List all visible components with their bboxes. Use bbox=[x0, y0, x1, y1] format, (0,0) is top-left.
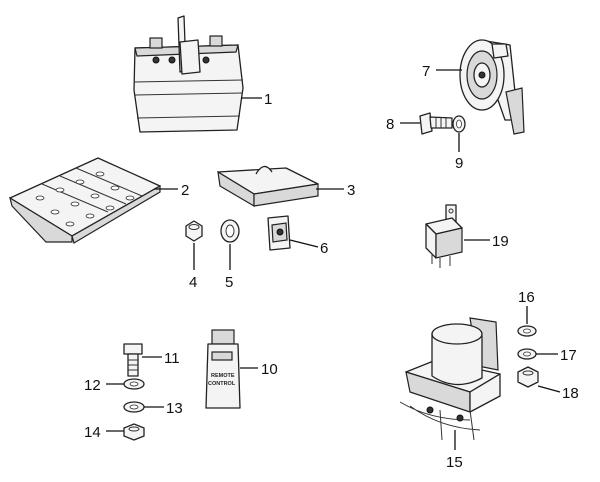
callout-9: 9 bbox=[455, 155, 463, 172]
battery bbox=[133, 15, 244, 133]
callout-4: 4 bbox=[189, 274, 197, 291]
callout-15: 15 bbox=[446, 454, 463, 471]
washer-9 bbox=[452, 115, 466, 133]
washer-5 bbox=[220, 219, 240, 243]
callout-17: 17 bbox=[560, 347, 577, 364]
callout-16: 16 bbox=[518, 289, 535, 306]
remote-label-line1: REMOTE bbox=[211, 373, 235, 379]
callout-14: 14 bbox=[84, 424, 101, 441]
bolt-8 bbox=[419, 112, 453, 135]
hex-nut-18 bbox=[517, 366, 539, 388]
washer-16 bbox=[517, 325, 537, 337]
relay bbox=[425, 204, 463, 268]
starter-solenoid bbox=[399, 317, 501, 441]
callout-7: 7 bbox=[422, 63, 430, 80]
remote-control: REMOTE CONTROL bbox=[205, 329, 241, 409]
callout-13: 13 bbox=[166, 400, 183, 417]
callout-18: 18 bbox=[562, 385, 579, 402]
bolt-11 bbox=[123, 343, 143, 377]
callout-10: 10 bbox=[261, 361, 278, 378]
battery-bracket bbox=[217, 165, 319, 208]
clip-nut-6 bbox=[267, 215, 291, 251]
callout-5: 5 bbox=[225, 274, 233, 291]
callout-19: 19 bbox=[492, 233, 509, 250]
battery-tray bbox=[9, 157, 161, 244]
callout-1: 1 bbox=[264, 91, 272, 108]
horn bbox=[459, 39, 525, 135]
callout-11: 11 bbox=[164, 350, 180, 367]
callout-6: 6 bbox=[320, 240, 328, 257]
washer-13 bbox=[123, 401, 145, 413]
hex-nut-4 bbox=[185, 220, 203, 242]
remote-label-line2: CONTROL bbox=[208, 381, 236, 387]
callout-12: 12 bbox=[84, 377, 101, 394]
callout-8: 8 bbox=[386, 116, 394, 133]
callout-2: 2 bbox=[181, 182, 189, 199]
callout-3: 3 bbox=[347, 182, 355, 199]
washer-17 bbox=[517, 348, 537, 360]
washer-12 bbox=[123, 378, 145, 390]
hex-nut-14 bbox=[123, 423, 145, 441]
